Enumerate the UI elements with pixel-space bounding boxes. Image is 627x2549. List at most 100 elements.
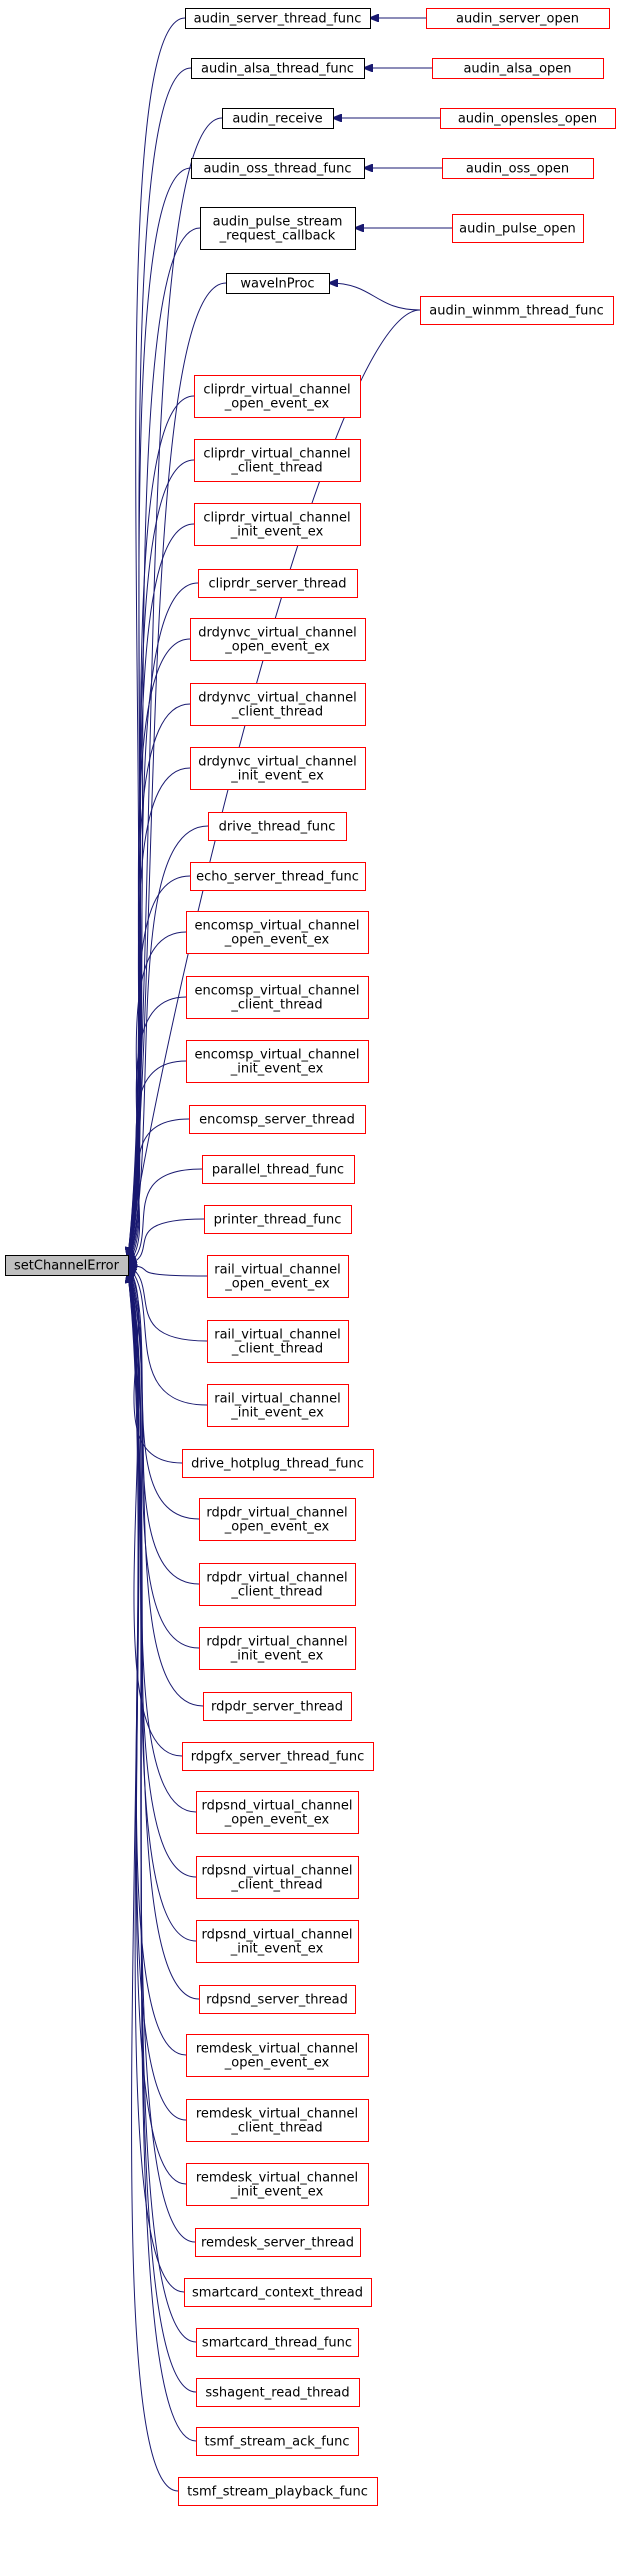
node-box: [190, 683, 366, 726]
node-audin-server-thread-func[interactable]: audin_server_thread_func: [185, 8, 371, 29]
node-rail-client-thread[interactable]: rail_virtual_channel_client_thread: [207, 1320, 349, 1363]
node-smartcard-context-thread[interactable]: smartcard_context_thread: [184, 2278, 372, 2307]
node-label: _client_thread: [231, 1342, 323, 1357]
node-label: cliprdr_virtual_channel: [203, 511, 350, 526]
node-encomsp-open-event-ex[interactable]: encomsp_virtual_channel_open_event_ex: [186, 911, 369, 954]
node-drive-hotplug-thread-func[interactable]: drive_hotplug_thread_func: [182, 1449, 374, 1478]
node-label: rdpdr_server_thread: [211, 1700, 343, 1715]
node-label: waveInProc: [240, 277, 314, 292]
node-audin-oss-open[interactable]: audin_oss_open: [442, 158, 594, 179]
node-remdesk-init-event-ex[interactable]: remdesk_virtual_channel_init_event_ex: [186, 2163, 369, 2206]
node-cliprdr-open-event-ex[interactable]: cliprdr_virtual_channel_open_event_ex: [194, 375, 361, 418]
node-label: _client_thread: [230, 998, 322, 1013]
node-tsmf-stream-playback-func[interactable]: tsmf_stream_playback_func: [178, 2477, 378, 2506]
node-label: remdesk_virtual_channel: [196, 2107, 358, 2122]
node-remdesk-open-event-ex[interactable]: remdesk_virtual_channel_open_event_ex: [186, 2034, 369, 2077]
node-rdpsnd-server-thread[interactable]: rdpsnd_server_thread: [199, 1985, 356, 2014]
node-audin-pulse-open[interactable]: audin_pulse_open: [452, 214, 584, 243]
node-parallel-thread-func[interactable]: parallel_thread_func: [202, 1155, 355, 1184]
node-printer-thread-func[interactable]: printer_thread_func: [204, 1205, 352, 1234]
node-rdpdr-server-thread[interactable]: rdpdr_server_thread: [203, 1692, 352, 1721]
node-audin-oss-thread-func[interactable]: audin_oss_thread_func: [191, 158, 365, 179]
node-label: sshagent_read_thread: [205, 2386, 349, 2401]
node-box: [186, 976, 369, 1019]
node-rail-open-event-ex[interactable]: rail_virtual_channel_open_event_ex: [207, 1255, 349, 1298]
node-box: [190, 618, 366, 661]
node-rdpsnd-init-event-ex[interactable]: rdpsnd_virtual_channel_init_event_ex: [196, 1920, 359, 1963]
node-box: [196, 2328, 359, 2357]
node-smartcard-thread-func[interactable]: smartcard_thread_func: [196, 2328, 359, 2357]
node-audin-winmm-thread-func[interactable]: audin_winmm_thread_func: [420, 296, 614, 325]
node-rdpgfx-server-thread-func[interactable]: rdpgfx_server_thread_func: [182, 1742, 374, 1771]
node-label: rail_virtual_channel: [214, 1392, 341, 1407]
node-label: _client_thread: [230, 1878, 322, 1893]
node-audin-server-open[interactable]: audin_server_open: [426, 8, 610, 29]
node-drdynvc-client-thread[interactable]: drdynvc_virtual_channel_client_thread: [190, 683, 366, 726]
node-cliprdr-server-thread[interactable]: cliprdr_server_thread: [198, 569, 358, 598]
node-label: drive_hotplug_thread_func: [191, 1457, 364, 1472]
node-cliprdr-client-thread[interactable]: cliprdr_virtual_channel_client_thread: [194, 439, 361, 482]
node-label: cliprdr_server_thread: [208, 577, 346, 592]
node-rdpdr-open-event-ex[interactable]: rdpdr_virtual_channel_open_event_ex: [199, 1498, 356, 1541]
node-rail-init-event-ex[interactable]: rail_virtual_channel_init_event_ex: [207, 1384, 349, 1427]
node-box: [182, 1742, 374, 1771]
node-rdpdr-init-event-ex[interactable]: rdpdr_virtual_channel_init_event_ex: [199, 1627, 356, 1670]
node-box: [199, 1985, 356, 2014]
node-box: [190, 862, 366, 891]
node-sshagent-read-thread[interactable]: sshagent_read_thread: [196, 2378, 360, 2407]
node-label: printer_thread_func: [214, 1213, 342, 1228]
node-remdesk-server-thread[interactable]: remdesk_server_thread: [195, 2228, 361, 2257]
node-echo-server-thread-func[interactable]: echo_server_thread_func: [190, 862, 366, 891]
node-label: audin_oss_thread_func: [203, 162, 351, 177]
node-drive-thread-func[interactable]: drive_thread_func: [208, 812, 347, 841]
node-rdpsnd-client-thread[interactable]: rdpsnd_virtual_channel_client_thread: [196, 1856, 359, 1899]
node-label: smartcard_context_thread: [192, 2286, 363, 2301]
node-audin-receive[interactable]: audin_receive: [222, 108, 334, 129]
node-label: _client_thread: [230, 461, 322, 476]
edge-encomsp_server_thread-to-setChannelError: [128, 1118, 190, 1264]
node-label: _request_callback: [219, 229, 336, 244]
node-label: audin_oss_open: [466, 162, 569, 177]
edge-audin_winmm_thread_func-to-waveInProc: [329, 283, 421, 311]
node-encomsp-server-thread[interactable]: encomsp_server_thread: [189, 1105, 366, 1134]
node-label: audin_pulse_open: [459, 222, 576, 237]
node-box: [186, 911, 369, 954]
edge-rdpsnd_server_thread-to-setChannelError: [128, 1271, 200, 2000]
node-encomsp-client-thread[interactable]: encomsp_virtual_channel_client_thread: [186, 976, 369, 1019]
node-rdpsnd-open-event-ex[interactable]: rdpsnd_virtual_channel_open_event_ex: [196, 1791, 359, 1834]
node-audin-pulse-stream-request-callback[interactable]: audin_pulse_stream_request_callback: [200, 207, 356, 250]
node-label: encomsp_virtual_channel: [194, 984, 359, 999]
node-label: _open_event_ex: [224, 933, 330, 948]
node-label: encomsp_virtual_channel: [194, 1048, 359, 1063]
node-drdynvc-open-event-ex[interactable]: drdynvc_virtual_channel_open_event_ex: [190, 618, 366, 661]
node-label: rail_virtual_channel: [214, 1263, 341, 1278]
node-setChannelError[interactable]: setChannelError: [5, 1255, 129, 1276]
node-box: [207, 1320, 349, 1363]
edge-rdpdr_server_thread-to-setChannelError: [128, 1269, 204, 1707]
node-box: [196, 1920, 359, 1963]
node-audin-alsa-thread-func[interactable]: audin_alsa_thread_func: [191, 58, 365, 79]
node-audin-opensles-open[interactable]: audin_opensles_open: [440, 108, 616, 129]
node-box: [186, 2034, 369, 2077]
node-remdesk-client-thread[interactable]: remdesk_virtual_channel_client_thread: [186, 2099, 369, 2142]
node-box: [440, 108, 616, 129]
node-label: audin_receive: [232, 112, 322, 127]
node-cliprdr-init-event-ex[interactable]: cliprdr_virtual_channel_init_event_ex: [194, 503, 361, 546]
node-drdynvc-init-event-ex[interactable]: drdynvc_virtual_channel_init_event_ex: [190, 747, 366, 790]
node-label: rdpsnd_server_thread: [206, 1993, 348, 2008]
edge-rail_open_event_ex-to-setChannelError: [128, 1265, 208, 1277]
node-box: [184, 2278, 372, 2307]
node-label: _client_thread: [230, 1585, 322, 1600]
node-encomsp-init-event-ex[interactable]: encomsp_virtual_channel_init_event_ex: [186, 1040, 369, 1083]
node-label: _init_event_ex: [230, 1649, 324, 1664]
node-tsmf-stream-ack-func[interactable]: tsmf_stream_ack_func: [196, 2427, 359, 2456]
node-waveInProc[interactable]: waveInProc: [226, 273, 330, 294]
node-audin-alsa-open[interactable]: audin_alsa_open: [432, 58, 604, 79]
node-label: drdynvc_virtual_channel: [198, 626, 356, 641]
edge-drdynvc_init_event_ex-to-setChannelError: [128, 767, 191, 1261]
node-box: [5, 1255, 129, 1276]
node-rdpdr-client-thread[interactable]: rdpdr_virtual_channel_client_thread: [199, 1563, 356, 1606]
node-label: _open_event_ex: [224, 397, 330, 412]
